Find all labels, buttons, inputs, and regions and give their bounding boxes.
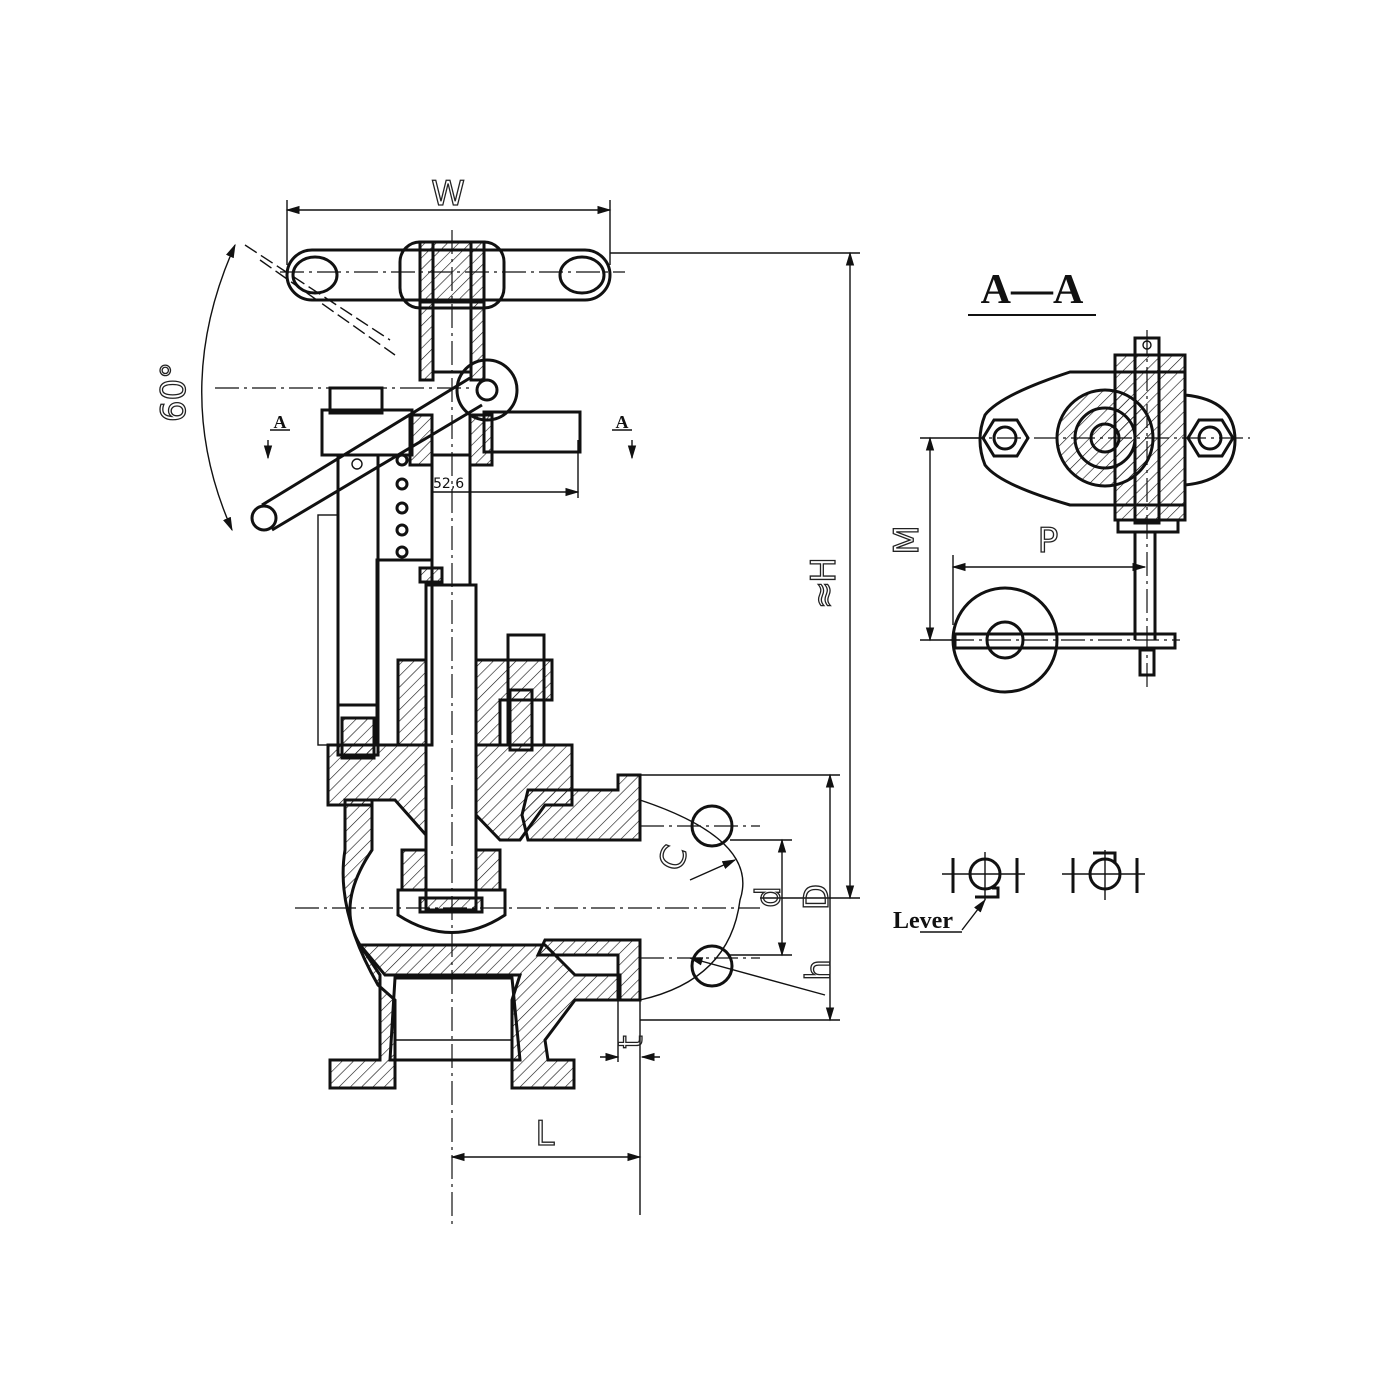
dimension-lines: [201, 200, 860, 1215]
dim-p: P: [1038, 521, 1059, 561]
dim-t: t: [611, 1035, 651, 1048]
section-mark-left: A: [274, 412, 287, 432]
section-title: A—A: [981, 267, 1084, 313]
dim-w: W: [431, 174, 465, 214]
dim-d-small: d: [749, 886, 789, 908]
section-a-a: A—A M P: [886, 267, 1250, 694]
dim-d-large: D: [797, 884, 837, 910]
column: [317, 453, 472, 760]
dim-c: C: [651, 840, 697, 876]
stem-bonnet: [326, 583, 574, 934]
dim-h: h: [799, 959, 839, 981]
dim-angle: 60°: [154, 362, 194, 422]
lever-symbols: Lever: [893, 850, 1145, 934]
lever-label: Lever: [893, 908, 953, 934]
section-mark-right: A: [616, 412, 629, 432]
dim-l: L: [536, 1114, 555, 1154]
dim-h-approx: ≈: [804, 581, 844, 610]
handwheel: [285, 240, 612, 374]
outlet-flange-holes: [639, 799, 744, 1001]
dim-h-total: H: [804, 557, 844, 583]
dim-inner: 52,6: [433, 476, 464, 492]
dim-m: M: [887, 525, 927, 554]
